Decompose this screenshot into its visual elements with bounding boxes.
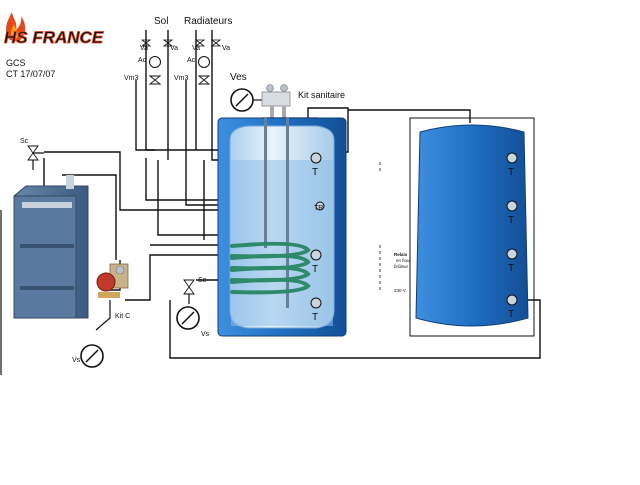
label-t-2: T [312, 264, 318, 275]
logo-text: HS FRANCE [4, 28, 104, 47]
relais-line2: en fioul [396, 258, 411, 263]
label-tr: TR [314, 205, 323, 212]
thermometer-icon [310, 297, 322, 309]
label-t-3: T [312, 312, 318, 323]
thermometers: T TR T T T T T T [310, 152, 518, 323]
boiler [13, 175, 89, 319]
label-sc-left: Sc [20, 138, 29, 145]
valve-icon [194, 39, 206, 47]
valve-icon [162, 39, 174, 47]
label-t-7: T [508, 309, 514, 320]
thermometer-icon [315, 201, 325, 211]
label-vs-mid: Vs [201, 331, 210, 338]
label-va-rad: Va [192, 45, 200, 52]
label-radiateurs: Radiateurs [184, 16, 232, 27]
label-sc-mid: Sc [198, 277, 207, 284]
pump-icon [149, 56, 161, 68]
relais-block: Relais en fioul brûleur 230 V [379, 162, 411, 293]
label-ves: Ves [230, 72, 247, 83]
kit-c-pump [96, 263, 129, 298]
relais-line1: Relais [394, 252, 408, 257]
valve-group-sol: Va Va Ac Vm3 [124, 39, 178, 85]
header-line2: CT 17/07/07 [6, 69, 55, 79]
valve-icon [183, 279, 195, 295]
thermometer-icon [506, 152, 518, 164]
coil-icon [230, 241, 311, 295]
buffer-tank [409, 117, 535, 337]
valve-group-radiateurs: Va Va Ac Vm3 [174, 39, 230, 85]
thermometer-icon [310, 152, 322, 164]
label-vm3-rad: Vm3 [174, 75, 189, 82]
flame-icon [6, 12, 26, 42]
valve-icon [140, 39, 152, 47]
label-vm3-sol: Vm3 [124, 75, 139, 82]
thermometer-icon [506, 248, 518, 260]
label-t-1: T [312, 167, 318, 178]
dhw-tank [217, 117, 347, 337]
label-sol: Sol [154, 16, 168, 27]
valve-icon [27, 145, 39, 161]
pump-icon [198, 56, 210, 68]
pump-icon [96, 272, 116, 292]
valve-icon [210, 39, 222, 47]
logo: HS FRANCE [4, 12, 104, 47]
label-va-sol-2: Va [170, 45, 178, 52]
kit-sanitaire-valves [261, 84, 291, 118]
label-ac-sol: Ac [138, 57, 147, 64]
header-line1: GCS [6, 58, 26, 68]
label-va-rad-2: Va [222, 45, 230, 52]
valve-icon [197, 75, 211, 85]
label-t-4: T [508, 167, 514, 178]
label-ac-rad: Ac [187, 57, 196, 64]
thermometer-icon [310, 249, 322, 261]
label-kit-sanitaire: Kit sanitaire [298, 90, 345, 100]
valve-icon [148, 75, 162, 85]
label-t-5: T [508, 215, 514, 226]
label-kit-c: Kit C [115, 313, 130, 320]
thermometer-icon [506, 294, 518, 306]
label-t-6: T [508, 263, 514, 274]
relais-volt: 230 V [394, 288, 406, 293]
thermometer-icon [506, 200, 518, 212]
label-vs-left: Vs [72, 357, 81, 364]
relais-line3: brûleur [394, 264, 409, 269]
label-va-sol: Va [140, 45, 148, 52]
